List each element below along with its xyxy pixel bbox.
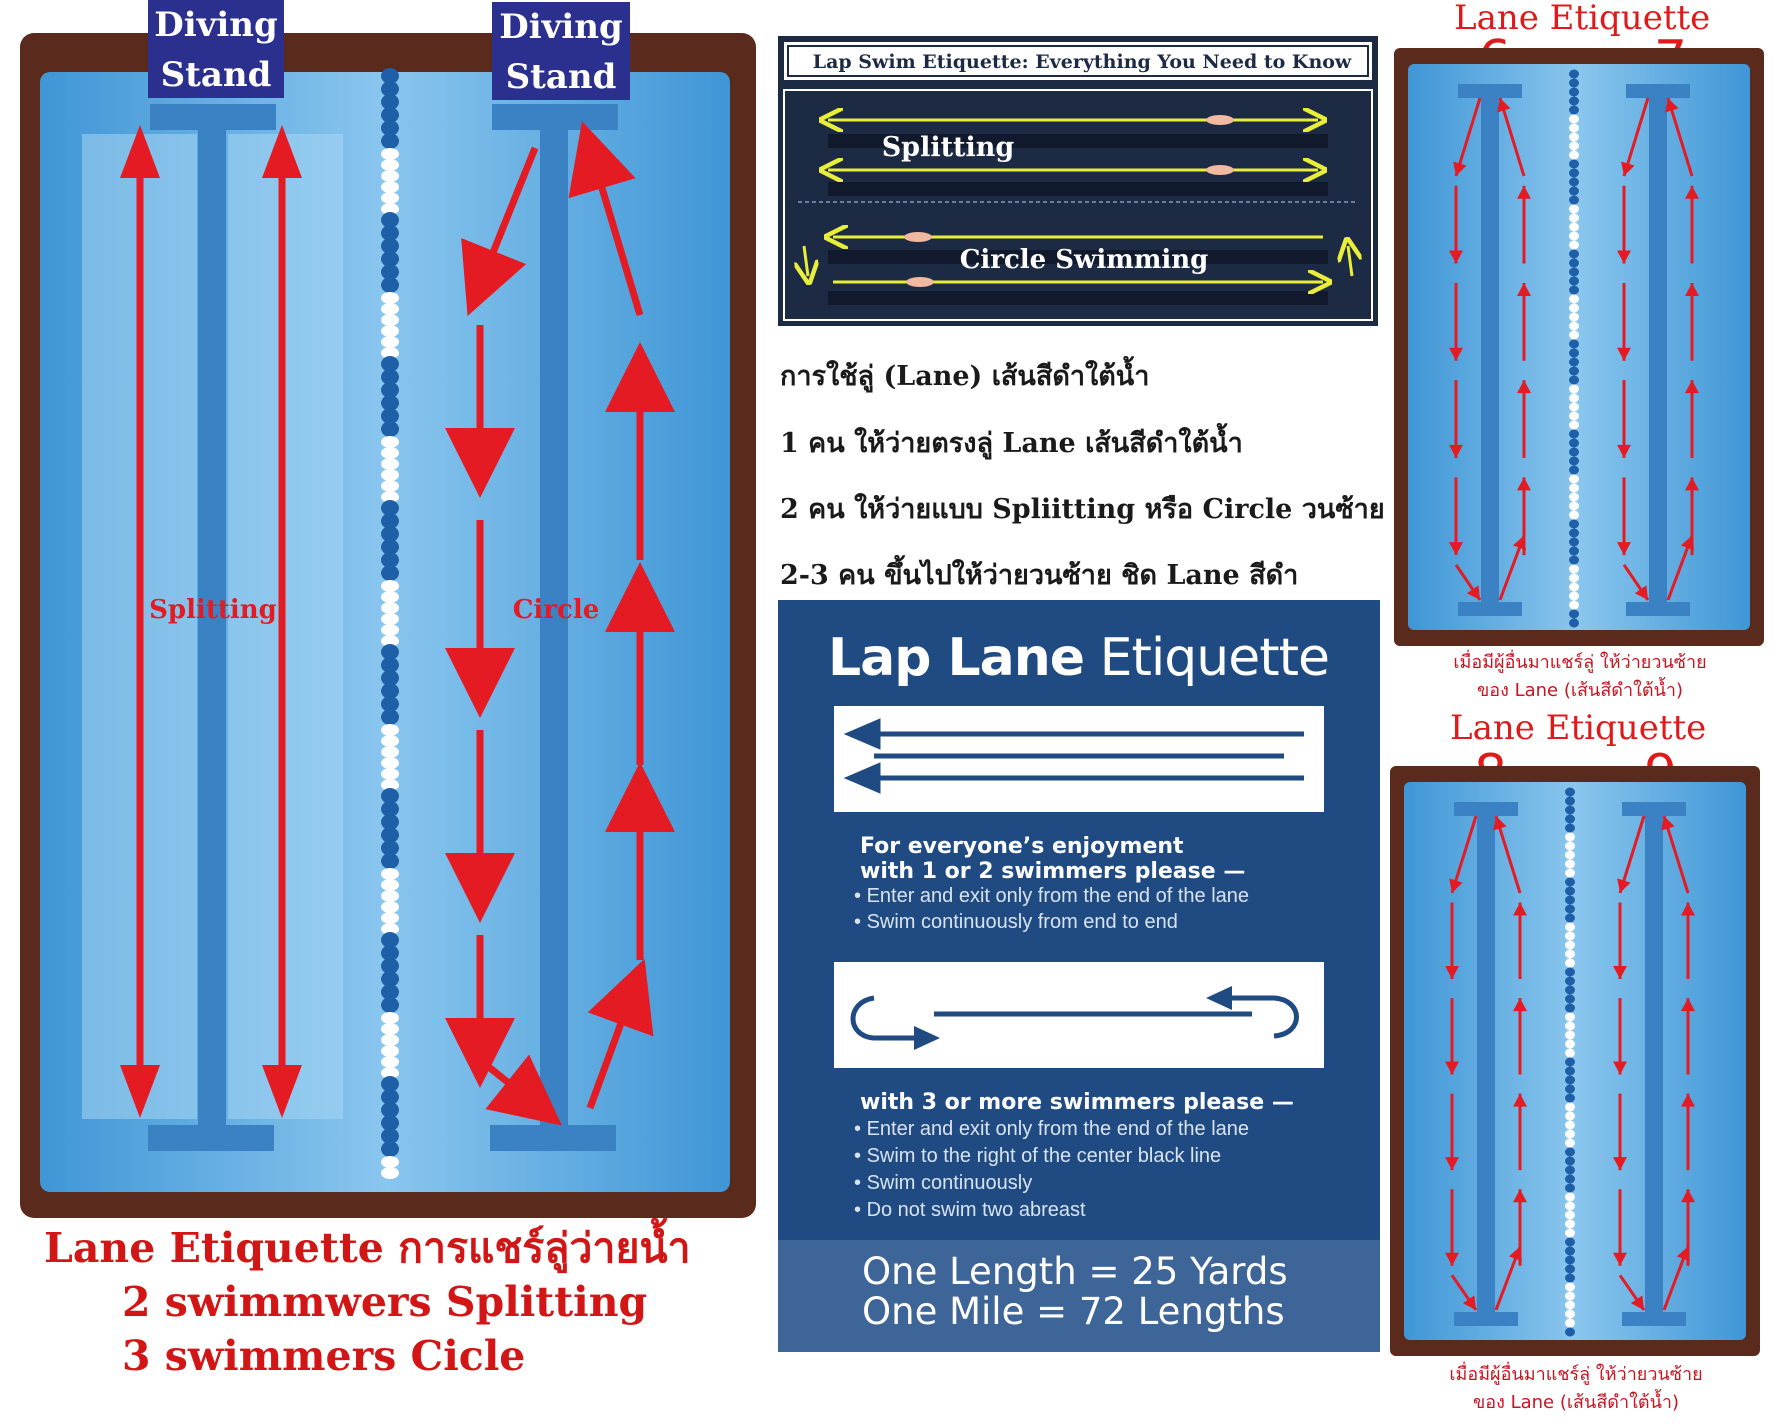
thai-instruction-1: การใช้ลู่ (Lane) เส้นสีดำใต้น้ำ: [780, 361, 1150, 392]
lane-center-line-right: [540, 104, 568, 1144]
diving-stand-left-line2: Stand: [161, 55, 272, 95]
thai-instruction-4: 2-3 คน ขึ้นไปให้ว่ายวนซ้าย ชิด Lane สีดำ: [780, 560, 1299, 591]
swimmer-icons: [904, 115, 1234, 287]
caption-line-2: 2 swimmwers Splitting: [122, 1278, 648, 1326]
diagram-panel-title: Lap Swim Etiquette: Everything You Need …: [813, 51, 1352, 73]
poster-heading-1b: with 1 or 2 swimmers please —: [860, 859, 1246, 884]
lane-rope: [381, 68, 399, 1179]
lane-panel-1-arrows: [1449, 69, 1699, 628]
swim-diagram-panel: Lap Swim Etiquette: Everything You Need …: [778, 36, 1378, 326]
lane-panel-2-title: Lane Etiquette: [1450, 708, 1707, 748]
poster-bullet-1-2: Swim continuously from end to end: [854, 911, 1178, 934]
diving-stand-right-line2: Stand: [506, 57, 617, 97]
diving-stand-right-line1: Diving: [499, 7, 623, 47]
lane-panel-1: [1394, 48, 1764, 646]
thai-instruction-3: 2 คน ให้ว่ายแบบ Spliitting หรือ Circle ว…: [780, 494, 1385, 525]
circle-arrows: [445, 121, 675, 1126]
diving-stand-left-badge: [148, 0, 284, 98]
lane-panel-1-caption-line2: ของ Lane (เส้นสีดำใต้น้ำ): [1476, 680, 1684, 701]
poster-bullet-2-1: Enter and exit only from the end of the …: [854, 1118, 1249, 1141]
lane-panel-2: [1390, 766, 1760, 1356]
diagram-circle-label: Circle Swimming: [960, 245, 1209, 275]
splitting-diagram-box: [834, 706, 1324, 812]
splitting-lanes-icon: [843, 718, 1304, 794]
lane-panel-2-caption-line2: ของ Lane (เส้นสีดำใต้น้ำ): [1472, 1392, 1680, 1413]
lane-panel-1-title: Lane Etiquette: [1454, 0, 1711, 38]
poster-heading-1a: For everyone’s enjoyment: [860, 834, 1184, 859]
circle-diagram-box: [834, 962, 1324, 1068]
diving-stand-left-line1: Diving: [154, 5, 278, 45]
lap-lane-etiquette-poster: Lap Lane Etiquette For everyone’s enjoym…: [778, 600, 1380, 1352]
circle-label: Circle: [513, 595, 600, 625]
poster-bullet-2-4: Do not swim two abreast: [854, 1199, 1086, 1222]
poster-title-bold: Lap Lane: [828, 628, 1085, 688]
lane-panel-2-arrows: [1445, 787, 1695, 1337]
poster-title: Lap Lane Etiquette: [828, 628, 1330, 688]
main-pool-diagram: Diving Stand Diving Stand Splitting Circ…: [20, 0, 756, 1218]
splitting-label: Splitting: [149, 595, 277, 625]
circle-swim-icon: [850, 986, 1299, 1050]
lane-panel-2-caption-line1: เมื่อมีผู้อื่นมาแชร์ลู่ ให้ว่ายวนซ้าย: [1449, 1364, 1703, 1385]
splitting-arrows: [120, 125, 302, 1118]
caption-line-1: Lane Etiquette การแชร์ลู่ว่ายน้ำ: [44, 1224, 691, 1272]
lane-panel-1-caption-line1: เมื่อมีผู้อื่นมาแชร์ลู่ ให้ว่ายวนซ้าย: [1453, 652, 1707, 673]
caption-line-3: 3 swimmers Cicle: [122, 1332, 526, 1380]
diving-stand-right-badge: [492, 2, 630, 100]
poster-footer: One Length = 25 Yards One Mile = 72 Leng…: [778, 1240, 1380, 1352]
poster-bullet-1-1: Enter and exit only from the end of the …: [854, 885, 1249, 908]
diagram-splitting-label: Splitting: [882, 132, 1015, 163]
poster-heading-2: with 3 or more swimmers please —: [860, 1090, 1294, 1115]
poster-footer-line1: One Length = 25 Yards: [862, 1250, 1288, 1293]
poster-bullet-2-3: Swim continuously: [854, 1172, 1033, 1195]
poster-footer-line2: One Mile = 72 Lengths: [862, 1290, 1285, 1333]
poster-bullet-2-2: Swim to the right of the center black li…: [854, 1145, 1222, 1168]
lane-center-line-left: [198, 104, 226, 1144]
thai-instruction-2: 1 คน ให้ว่ายตรงลู่ Lane เส้นสีดำใต้น้ำ: [780, 428, 1243, 459]
poster-title-light: Etiquette: [1099, 628, 1330, 688]
